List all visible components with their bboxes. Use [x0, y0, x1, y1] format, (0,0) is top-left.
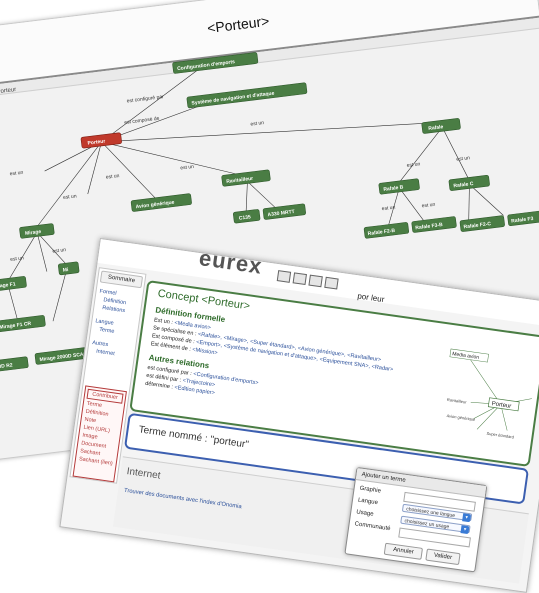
contribute-panel: Contribuer Terme Définition Note Lien (U…	[72, 385, 127, 483]
contrib-link-note[interactable]: Note	[84, 416, 97, 425]
svg-text:2000D R2: 2000D R2	[0, 362, 13, 371]
map-node-avion-generique[interactable]: Avion générique	[130, 193, 192, 212]
svg-text:Rafale: Rafale	[428, 124, 444, 132]
edge-label-est-un-3: est un	[180, 164, 194, 172]
edge-label-est-un-6: est un	[52, 247, 66, 255]
minimap-node-avion: Avion générique	[446, 413, 476, 422]
validate-button[interactable]: Valider	[425, 548, 461, 566]
map-node-c135[interactable]: C135	[233, 209, 261, 224]
contrib-link-image[interactable]: Image	[81, 432, 98, 441]
map-node-mirage-2000d-r2[interactable]: 2000D R2	[0, 356, 29, 373]
minimap-node-super: Super étandard	[486, 431, 514, 440]
sidebar-link-langue[interactable]: Langue	[94, 318, 114, 327]
map-node-mirage-f1cr[interactable]: Mirage F1 CR	[0, 315, 46, 333]
edge-label-est-un-4: est un	[63, 193, 77, 201]
map-node-rafale-c[interactable]: Rafale C	[448, 174, 490, 191]
internet-link[interactable]: Trouver des documents avec l'index d'Ono…	[123, 487, 242, 511]
contrib-link-terme[interactable]: Terme	[86, 400, 103, 409]
svg-text:Mirage F1: Mirage F1	[0, 281, 16, 290]
toolbar-list-icon[interactable]	[292, 272, 307, 286]
graphie-label: Graphie	[359, 485, 382, 495]
map-node-ravitailleur[interactable]: Ravitailleur	[221, 169, 271, 187]
svg-text:Rafale C: Rafale C	[453, 181, 474, 189]
add-term-dialog: Ajouter un terme Graphie Langue choisiss…	[344, 466, 488, 573]
svg-text:Avion générique: Avion générique	[135, 199, 175, 210]
map-node-rafale[interactable]: Rafale	[421, 118, 461, 134]
concept-panel: Concept <Porteur> Définition formelle Es…	[129, 280, 539, 467]
edge-label-est-un-1: est un	[9, 170, 23, 178]
map-node-rafale-f3b[interactable]: Rafale F3-B	[411, 216, 457, 233]
map-node-root[interactable]: Porteur	[80, 132, 122, 149]
svg-text:Mi: Mi	[63, 267, 70, 274]
relation-element-link[interactable]: <Mission>	[191, 346, 218, 357]
edge-label-est-un-7: est un	[406, 161, 420, 169]
svg-text:Mirage F1 CR: Mirage F1 CR	[0, 321, 32, 331]
toolbar-doc-icon[interactable]	[308, 274, 323, 288]
svg-text:C135: C135	[239, 214, 252, 221]
usage-label: Usage	[355, 509, 374, 518]
map-node-rafale-b[interactable]: Rafale B	[378, 178, 420, 195]
minimap-node-porteur: Porteur	[491, 401, 511, 410]
minimap-node-ravitailleur: Ravitailleur	[447, 397, 468, 405]
svg-text:A330 MRTT: A330 MRTT	[267, 209, 295, 218]
map-node-rafale-f3c[interactable]: Rafale F3	[507, 210, 539, 226]
svg-text:Rafale F2-C: Rafale F2-C	[463, 221, 491, 230]
term-title: Terme nommé : "porteur"	[137, 424, 250, 451]
svg-text:Mirage 2000D SCA: Mirage 2000D SCA	[39, 352, 84, 363]
map-node-rafale-f2b[interactable]: Rafale F2-B	[363, 222, 409, 239]
sidebar-link-internet[interactable]: Internet	[95, 348, 116, 358]
edge-label-est-un-5: est un	[10, 255, 24, 263]
sidebar-summary-header: Sommaire	[99, 270, 144, 289]
toolbar-grid-icon[interactable]	[276, 270, 292, 283]
edge-label-configured: est configuré par	[126, 94, 164, 105]
concept-map-graph: est configuré par est composé de est un …	[0, 52, 539, 373]
edge-label-composed: est composé de	[124, 116, 160, 126]
concept-minimap[interactable]: Media avion Porteur Ravitailleur Avion g…	[434, 337, 539, 459]
contrib-link-sachant-lien[interactable]: Sachant (lien)	[78, 456, 114, 467]
edge-label-est-un-8: est un	[456, 155, 470, 163]
edge-label-est-un-10: est un	[421, 202, 435, 210]
map-node-config-emports[interactable]: Configuration d'emports	[172, 52, 259, 74]
minimap-node-media: Media avion	[452, 351, 480, 361]
map-node-mirage-f1[interactable]: Mirage F1	[0, 276, 27, 292]
svg-text:Mirage: Mirage	[25, 229, 42, 237]
svg-text:Porteur: Porteur	[87, 138, 105, 146]
map-node-mirage-truncated[interactable]: Mi	[58, 261, 80, 276]
internet-heading: Internet	[125, 466, 162, 482]
map-node-a330[interactable]: A330 MRTT	[262, 203, 306, 220]
sidebar-link-autres[interactable]: Autres	[91, 339, 109, 349]
edge-label-est-un-2: est un	[106, 173, 120, 181]
communaute-label: Communauté	[354, 521, 391, 533]
map-node-mirage[interactable]: Mirage	[19, 223, 55, 239]
edge-label-est-un-9: est un	[381, 205, 395, 213]
map-node-nav-attaque[interactable]: Système de navigation et d'attaque	[186, 82, 308, 109]
svg-text:Rafale F3-B: Rafale F3-B	[415, 222, 443, 231]
concept-map-window: <Porteur> ◂Porteur e	[0, 0, 539, 462]
sidebar-link-formel[interactable]: Formel	[99, 288, 117, 297]
map-node-rafale-f2c[interactable]: Rafale F2-C	[459, 215, 505, 232]
map-edges	[7, 65, 504, 322]
svg-text:Rafale F3: Rafale F3	[511, 216, 534, 225]
concept-page-window: eurex por leur Sommaire Formel Définitio…	[59, 238, 539, 593]
svg-text:Rafale F2-B: Rafale F2-B	[367, 228, 395, 237]
svg-text:Ravitailleur: Ravitailleur	[226, 176, 254, 185]
toolbar-graph-icon[interactable]	[324, 276, 339, 290]
svg-text:Rafale B: Rafale B	[383, 184, 404, 192]
sidebar-link-relations[interactable]: Relations	[101, 305, 126, 315]
chevron-down-icon: ▾	[462, 513, 472, 523]
chevron-down-icon: ▾	[460, 525, 470, 535]
langue-label: Langue	[357, 497, 379, 507]
edge-label-est-un-rafale: est un	[250, 120, 264, 128]
sidebar-link-terme[interactable]: Terme	[98, 326, 115, 335]
cancel-button[interactable]: Annuler	[383, 542, 424, 560]
